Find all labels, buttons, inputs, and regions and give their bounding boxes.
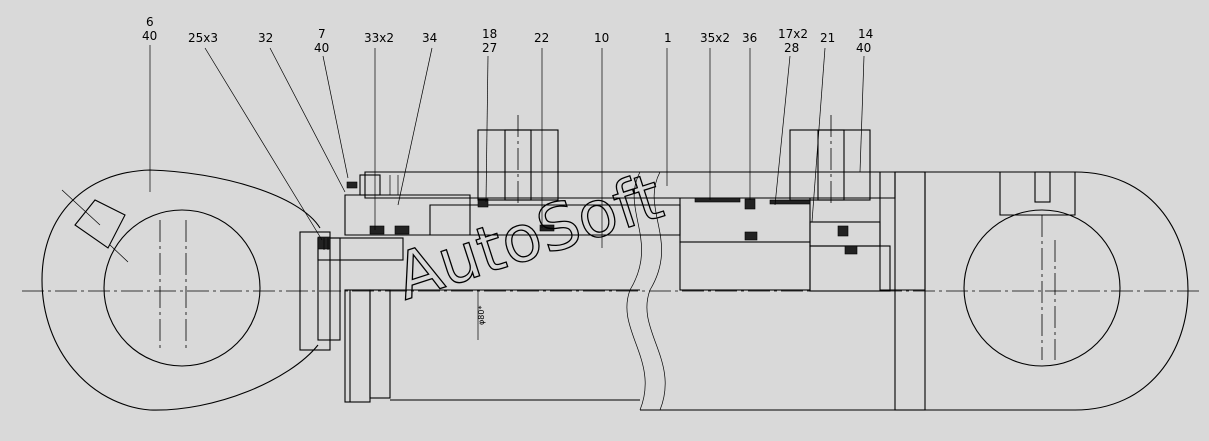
svg-text:40: 40	[856, 41, 871, 55]
svg-text:10: 10	[594, 31, 609, 45]
callout-6: 6 40	[142, 15, 157, 192]
break-line-right	[646, 171, 666, 411]
svg-text:32: 32	[258, 31, 273, 45]
port-left	[477, 115, 559, 205]
svg-text:25x3: 25x3	[188, 31, 218, 45]
break-line-left	[626, 171, 646, 411]
svg-text:18: 18	[482, 27, 497, 41]
watermark-text: AutoSoft	[387, 160, 671, 315]
svg-text:34: 34	[422, 31, 437, 45]
callout-10: 10	[594, 31, 609, 248]
callout-36: 36	[742, 31, 757, 200]
svg-text:40: 40	[314, 41, 329, 55]
svg-text:14: 14	[858, 27, 873, 41]
callout-7: 7 40	[314, 27, 349, 179]
callout-21: 21	[811, 31, 835, 223]
svg-text:33x2: 33x2	[364, 31, 394, 45]
port-right	[789, 115, 871, 205]
callout-18: 18 27	[482, 27, 497, 203]
svg-text:6: 6	[146, 15, 154, 29]
svg-text:22: 22	[534, 31, 549, 45]
svg-text:21: 21	[820, 31, 835, 45]
svg-text:1: 1	[664, 31, 672, 45]
svg-text:35x2: 35x2	[700, 31, 730, 45]
callout-14: 14 40	[856, 27, 873, 173]
callout-1: 1	[664, 31, 672, 186]
svg-text:27: 27	[482, 41, 497, 55]
callout-33: 33x2	[364, 31, 394, 230]
svg-text:36: 36	[742, 31, 757, 45]
svg-text:28: 28	[784, 41, 799, 55]
callout-35: 35x2	[700, 31, 730, 200]
callout-34: 34	[397, 31, 437, 206]
callout-22: 22	[534, 31, 549, 228]
right-cap-eye	[925, 171, 1189, 411]
callout-32: 32	[258, 31, 346, 193]
left-rod-eye	[41, 169, 321, 411]
gland-and-rod	[299, 231, 640, 403]
svg-text:7: 7	[318, 27, 326, 41]
callout-17: 17x2 28	[774, 27, 808, 206]
svg-text:17x2: 17x2	[778, 27, 808, 41]
svg-text:40: 40	[142, 29, 157, 43]
callout-25: 25x3	[188, 31, 323, 241]
dimension-phi80: φ80*	[477, 306, 486, 325]
head-end	[640, 171, 926, 411]
